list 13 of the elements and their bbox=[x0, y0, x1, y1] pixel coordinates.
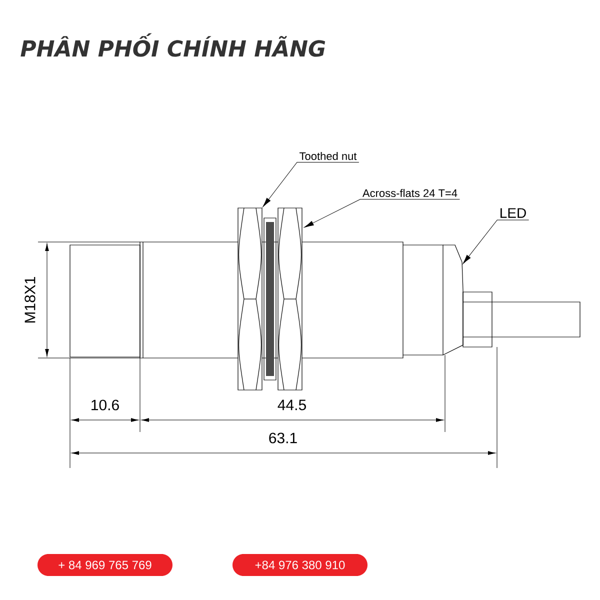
callout-text: Across-flats 24 T=4 bbox=[362, 188, 458, 198]
dimension-label: 44.5 bbox=[278, 400, 306, 410]
dimension-label: 10.6 bbox=[92, 400, 119, 410]
phone-pill: +84 976 380 910 bbox=[232, 554, 368, 576]
leader-line bbox=[304, 199, 460, 228]
dimension-label: 63.1 bbox=[269, 432, 297, 444]
callout-text: LED bbox=[500, 208, 526, 218]
leader-line bbox=[462, 220, 530, 264]
dimension-label: M18X1 bbox=[24, 276, 36, 323]
title: PHÂN PHỐI CHÍNH HÃNG bbox=[20, 33, 326, 57]
leader-line bbox=[262, 162, 360, 207]
callout-text: Toothed nut bbox=[300, 152, 357, 160]
phone-pill: + 84 969 765 769 bbox=[38, 554, 172, 576]
